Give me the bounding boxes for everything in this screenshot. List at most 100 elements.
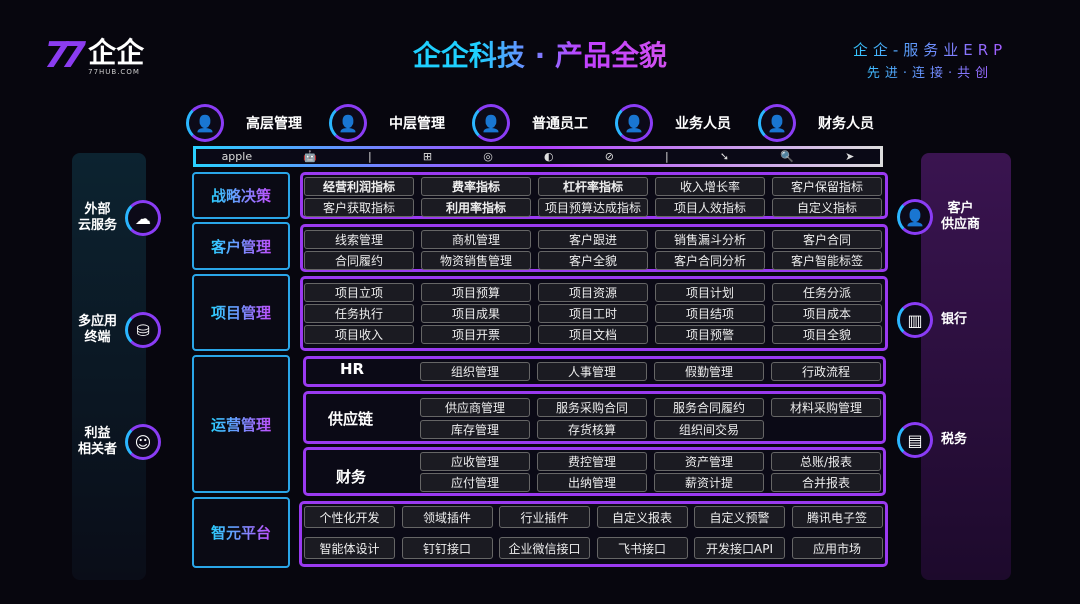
divider: |	[368, 150, 372, 163]
module-item[interactable]: 行政流程	[771, 362, 881, 381]
module-item[interactable]: 出纳管理	[537, 473, 647, 492]
right-item-label: 客户 供应商	[941, 201, 981, 232]
module-item[interactable]: 存货核算	[537, 420, 647, 439]
module-item[interactable]: 合并报表	[771, 473, 881, 492]
module-item[interactable]: 人事管理	[537, 362, 647, 381]
module-item[interactable]: 项目文档	[538, 325, 648, 344]
module-item[interactable]: 物资销售管理	[421, 251, 531, 270]
module-item[interactable]: 自定义预警	[694, 506, 785, 528]
module-item[interactable]: 费控管理	[537, 452, 647, 471]
module-item[interactable]: 材料采购管理	[771, 398, 881, 417]
left-item-2: 利益 相关者☺	[78, 424, 162, 460]
slogan-line2: 先进·连接·共创	[840, 62, 1020, 81]
platform-bar: apple🤖|⊞◎◐⊘|➘🔍➤	[193, 146, 883, 167]
module-item[interactable]: 供应商管理	[420, 398, 530, 417]
module-item[interactable]: 任务分派	[772, 283, 882, 302]
module-item[interactable]: 项目立项	[304, 283, 414, 302]
platform-box	[299, 501, 888, 567]
module-item[interactable]: 飞书接口	[596, 537, 688, 559]
module-item[interactable]: 客户跟进	[538, 230, 648, 249]
role-1[interactable]: 👤中层管理	[329, 104, 445, 142]
module-item[interactable]: 项目预警	[655, 325, 765, 344]
right-panel	[921, 153, 1011, 580]
module-item[interactable]: 资产管理	[654, 452, 764, 471]
module-item[interactable]: 组织管理	[420, 362, 530, 381]
left-item-icon: ☺	[125, 424, 162, 460]
module-item[interactable]: 项目人效指标	[655, 198, 765, 217]
module-item[interactable]: 销售漏斗分析	[655, 230, 765, 249]
module-item[interactable]: 总账/报表	[771, 452, 881, 471]
module-item[interactable]: 行业插件	[499, 506, 590, 528]
module-item[interactable]: 商机管理	[421, 230, 531, 249]
apple-icon: apple	[221, 150, 253, 163]
module-item[interactable]: 应用市场	[791, 537, 883, 559]
role-3[interactable]: 👤业务人员	[615, 104, 731, 142]
module-item[interactable]: 腾讯电子签	[791, 506, 883, 528]
module-item[interactable]: 客户获取指标	[304, 198, 414, 217]
module-item[interactable]: 项目资源	[538, 283, 648, 302]
android-icon: 🤖	[303, 150, 317, 163]
module-item[interactable]: 个性化开发	[304, 506, 395, 528]
right-item-icon: ▤	[897, 422, 933, 458]
module-item[interactable]: 客户合同分析	[655, 251, 765, 270]
role-0[interactable]: 👤高层管理	[186, 104, 302, 142]
module-item[interactable]: 项目成本	[772, 304, 882, 323]
module-item[interactable]: 项目开票	[421, 325, 531, 344]
module-item[interactable]: 项目成果	[421, 304, 531, 323]
module-item[interactable]: 应收管理	[420, 452, 530, 471]
module-item[interactable]: 项目计划	[655, 283, 765, 302]
module-item[interactable]: 企业微信接口	[499, 537, 590, 559]
module-item[interactable]: 项目预算	[421, 283, 531, 302]
module-item[interactable]: 客户保留指标	[772, 177, 882, 196]
module-item[interactable]: 钉钉接口	[401, 537, 493, 559]
left-item-label: 外部 云服务	[78, 202, 118, 233]
module-item[interactable]: 客户合同	[772, 230, 882, 249]
logo-sub: 77HUB.COM	[88, 68, 140, 76]
right-item-label: 银行	[941, 312, 968, 327]
role-4[interactable]: 👤财务人员	[758, 104, 874, 142]
module-item[interactable]: 应付管理	[420, 473, 530, 492]
pointer-icon: ➘	[719, 150, 730, 163]
module-item[interactable]: 客户全貌	[538, 251, 648, 270]
role-label: 普通员工	[532, 116, 588, 132]
module-item[interactable]: 杠杆率指标	[538, 177, 648, 196]
module-item[interactable]: 项目全貌	[772, 325, 882, 344]
module-item[interactable]: 自定义报表	[596, 506, 688, 528]
divider: |	[665, 150, 669, 163]
search-icon: 🔍	[780, 150, 794, 163]
module-item[interactable]: 领域插件	[401, 506, 493, 528]
module-item[interactable]: 项目工时	[538, 304, 648, 323]
module-item[interactable]: 智能体设计	[304, 537, 395, 559]
supply-label: 供应链	[328, 410, 374, 428]
module-item[interactable]: 服务采购合同	[537, 398, 647, 417]
module-item[interactable]: 假勤管理	[654, 362, 764, 381]
page-title: 企企科技 · 产品全貌	[330, 34, 750, 74]
role-2[interactable]: 👤普通员工	[472, 104, 588, 142]
module-item[interactable]: 自定义指标	[772, 198, 882, 217]
module-item[interactable]: 开发接口API	[694, 537, 785, 559]
module-item[interactable]: 库存管理	[420, 420, 530, 439]
module-item[interactable]: 经营利润指标	[304, 177, 414, 196]
module-item[interactable]: 项目预算达成指标	[538, 198, 648, 217]
hr-label: HR	[340, 360, 365, 378]
module-item[interactable]: 合同履约	[304, 251, 414, 270]
user-icon: 👤	[615, 104, 653, 142]
section-label-text: 项目管理	[210, 304, 271, 322]
module-item[interactable]: 利用率指标	[421, 198, 531, 217]
module-item[interactable]: 薪资计提	[654, 473, 764, 492]
page-title-text: 企企科技 · 产品全貌	[412, 39, 668, 72]
module-item[interactable]: 组织间交易	[654, 420, 764, 439]
module-item[interactable]: 项目结项	[655, 304, 765, 323]
module-item[interactable]: 任务执行	[304, 304, 414, 323]
module-item[interactable]: 收入增长率	[655, 177, 765, 196]
module-item[interactable]: 服务合同履约	[654, 398, 764, 417]
finance-label: 财务	[336, 468, 367, 486]
module-item[interactable]: 费率指标	[421, 177, 531, 196]
right-item-label: 税务	[941, 432, 968, 447]
section-label: 项目管理	[192, 274, 290, 351]
module-item[interactable]: 项目收入	[304, 325, 414, 344]
role-label: 财务人员	[818, 116, 874, 132]
left-item-icon: ⛁	[125, 312, 162, 348]
module-item[interactable]: 客户智能标签	[772, 251, 882, 270]
module-item[interactable]: 线索管理	[304, 230, 414, 249]
